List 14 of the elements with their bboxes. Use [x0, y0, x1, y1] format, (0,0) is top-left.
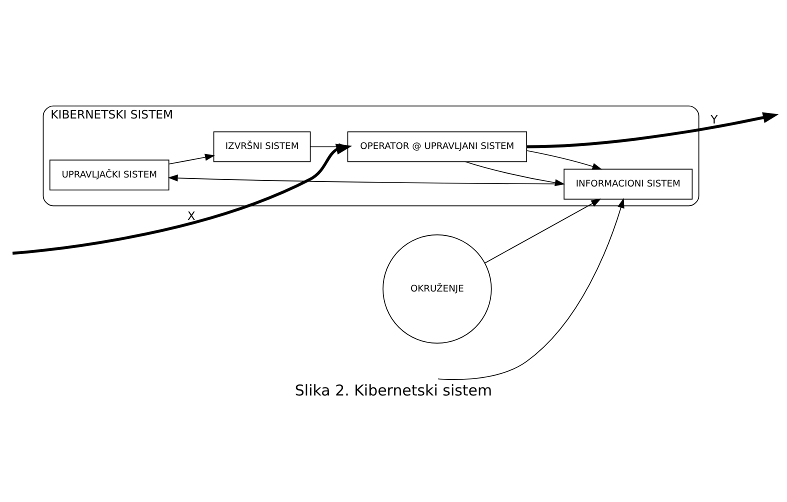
arrow: [168, 153, 215, 164]
edge-label: X: [187, 208, 196, 223]
node-box: IZVRŠNI SISTEM: [213, 130, 311, 162]
node-box: UPRAVLJAČKI SISTEM: [49, 159, 170, 190]
arrow: [438, 198, 624, 380]
arrow: [526, 150, 602, 170]
node-box: OPERATOR @ UPRAVLJANI SISTEM: [347, 130, 528, 162]
caption: Slika 2. Kibernetski sistem: [294, 381, 492, 400]
node-circle: OKRUŽENJE: [382, 234, 492, 344]
edge-label: Y: [710, 112, 718, 126]
arrow: [526, 112, 779, 148]
arrow: [484, 198, 602, 264]
node-box: INFORMACIONI SISTEM: [564, 168, 693, 200]
arrow: [465, 160, 565, 186]
